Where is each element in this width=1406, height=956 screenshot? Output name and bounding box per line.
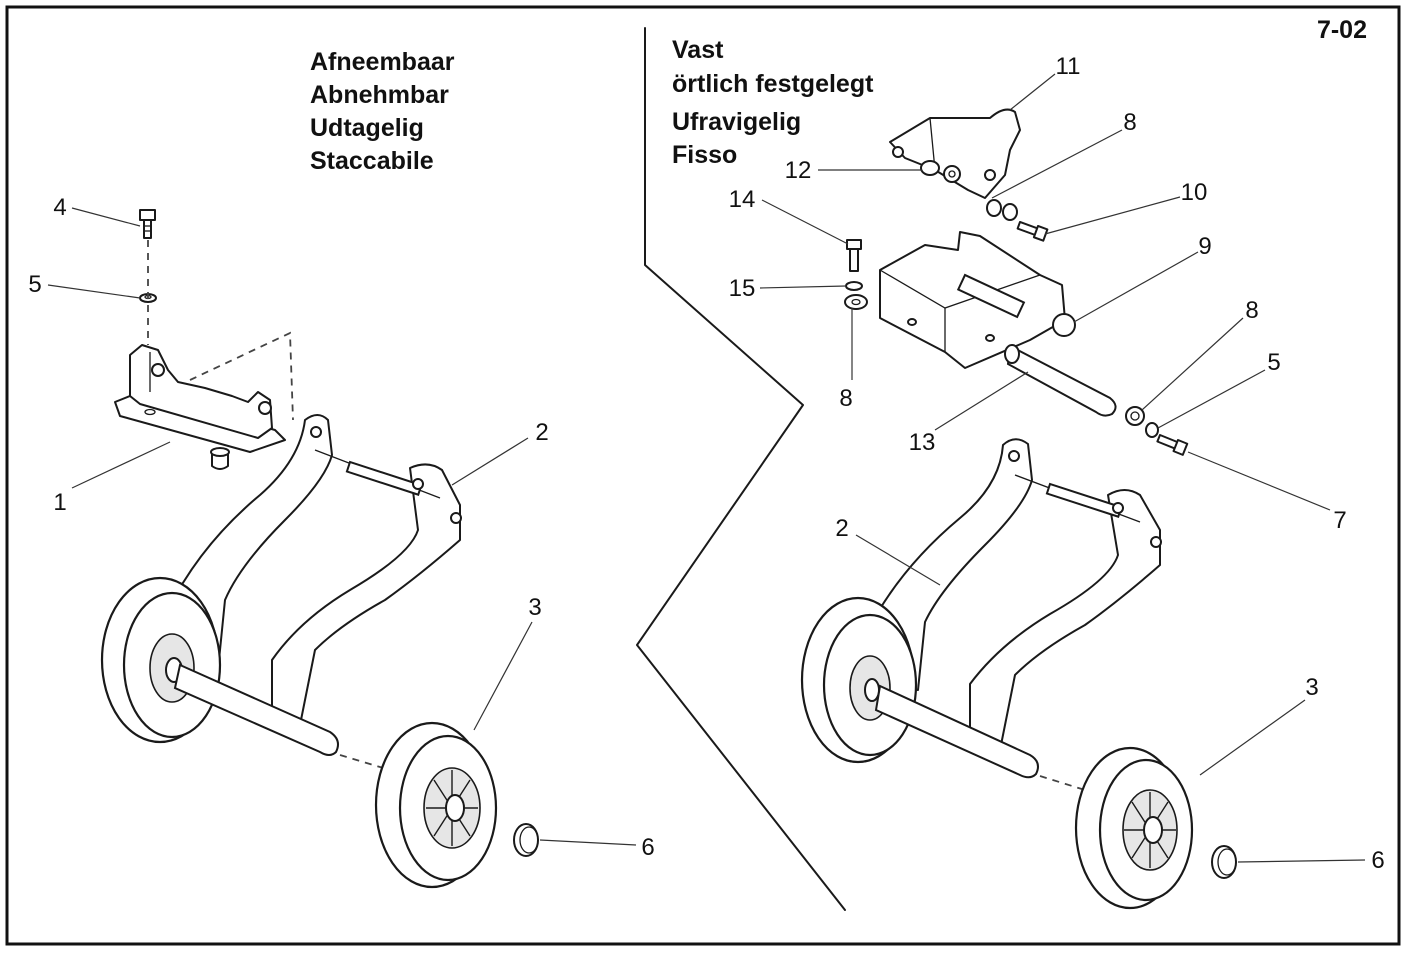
rear-wheel (100, 576, 222, 744)
callout-14: 14 (729, 186, 756, 213)
front-wheel-part (374, 721, 498, 889)
hub-cap-part (513, 823, 539, 857)
callout-13: 13 (909, 429, 936, 456)
callout-12: 12 (785, 157, 812, 184)
heading-removable: Afneembaar Abnehmbar Udtagelig Staccabil… (310, 48, 455, 175)
callout-8-mid: 8 (839, 385, 852, 412)
callout-8-right: 8 (1245, 297, 1258, 324)
nut-part-5b (1145, 422, 1159, 438)
axle-shaft (173, 663, 339, 756)
bolt-part (139, 209, 156, 239)
heading-fixed-line-2: örtlich festgelegt (672, 70, 874, 98)
callout-3: 3 (528, 594, 541, 621)
heading-fixed-line-1: Vast (672, 36, 724, 64)
callouts-right: 2 3 5 6 7 8 8 8 9 10 11 12 13 14 15 (729, 53, 1385, 874)
callout-15: 15 (729, 275, 756, 302)
pin-shaft-part (1006, 344, 1117, 417)
callout-2-right: 2 (835, 515, 848, 542)
callout-6: 6 (641, 834, 654, 861)
nut-part (920, 160, 961, 183)
callout-9: 9 (1198, 233, 1211, 260)
callout-3-right: 3 (1305, 674, 1318, 701)
flat-washer-part (844, 294, 868, 310)
bolt-part-7 (1156, 434, 1189, 456)
heading-removable-line-1: Afneembaar (310, 48, 455, 76)
left-assembly (100, 209, 539, 889)
heading-removable-line-2: Abnehmbar (310, 81, 449, 109)
mounting-bracket-part (114, 344, 286, 470)
leader-lines (47, 73, 1366, 863)
heading-removable-line-4: Staccabile (310, 147, 434, 175)
callout-5-right: 5 (1267, 349, 1280, 376)
wheel-frame-part (167, 414, 462, 726)
callouts-left: 1 2 3 4 5 6 (28, 194, 654, 861)
callout-4: 4 (53, 194, 66, 221)
spring-washer-part (845, 281, 863, 291)
heading-removable-line-3: Udtagelig (310, 114, 424, 142)
heading-fixed-line-3: Ufravigelig (672, 108, 801, 136)
callout-11: 11 (1056, 53, 1081, 80)
washer-part-8b (1125, 406, 1145, 426)
bolt-part-14 (846, 239, 862, 272)
callout-10: 10 (1181, 179, 1208, 206)
right-assembly (800, 108, 1237, 910)
upper-bracket-part (889, 108, 1021, 199)
callout-6-right: 6 (1371, 847, 1384, 874)
front-wheel-part-right (1074, 746, 1194, 910)
callout-2: 2 (535, 419, 548, 446)
washer-pair-part (986, 199, 1018, 221)
callout-5: 5 (28, 271, 41, 298)
bolt-part-10 (1016, 221, 1049, 242)
hub-cap-part-right (1211, 845, 1237, 879)
heading-fixed: Vast örtlich festgelegt Ufravigelig Fiss… (672, 36, 874, 169)
page-frame (5, 5, 1401, 946)
page-number: 7-02 (1317, 16, 1367, 44)
base-bracket-part (879, 231, 1076, 369)
rear-wheel-right (800, 596, 918, 764)
heading-fixed-line-4: Fisso (672, 141, 737, 169)
section-divider-line (636, 27, 846, 911)
callout-1: 1 (53, 489, 66, 516)
wheel-frame-part-right (867, 438, 1162, 751)
axle-shaft-right (874, 684, 1039, 779)
callout-8-top: 8 (1123, 109, 1136, 136)
callout-7: 7 (1333, 507, 1346, 534)
